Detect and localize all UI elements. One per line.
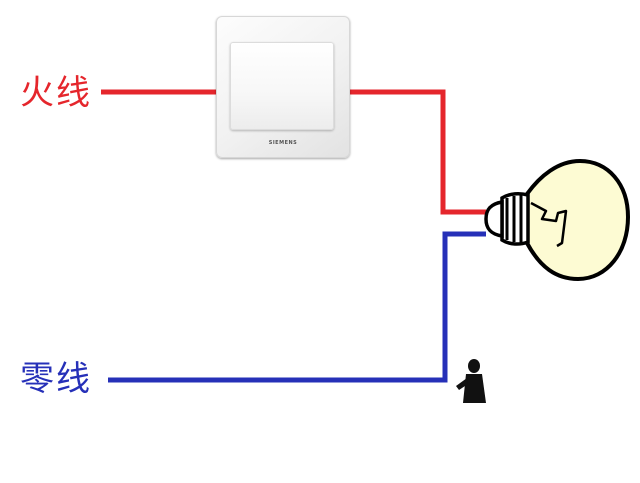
live-wire-to-bulb	[350, 89, 486, 215]
neutral-wire	[108, 231, 486, 383]
live-wire-label: 火线	[20, 73, 92, 113]
bulb-glass	[525, 159, 630, 281]
bulb-contact	[484, 199, 504, 239]
switch-brand-label: SIEMENS	[268, 140, 298, 146]
light-bulb-icon	[484, 159, 630, 281]
wall-switch[interactable]: SIEMENS	[216, 16, 350, 158]
switch-rocker[interactable]	[230, 42, 334, 130]
bulb-filament	[530, 201, 568, 248]
person-icon	[456, 359, 486, 403]
neutral-wire-label: 零线	[20, 359, 92, 399]
